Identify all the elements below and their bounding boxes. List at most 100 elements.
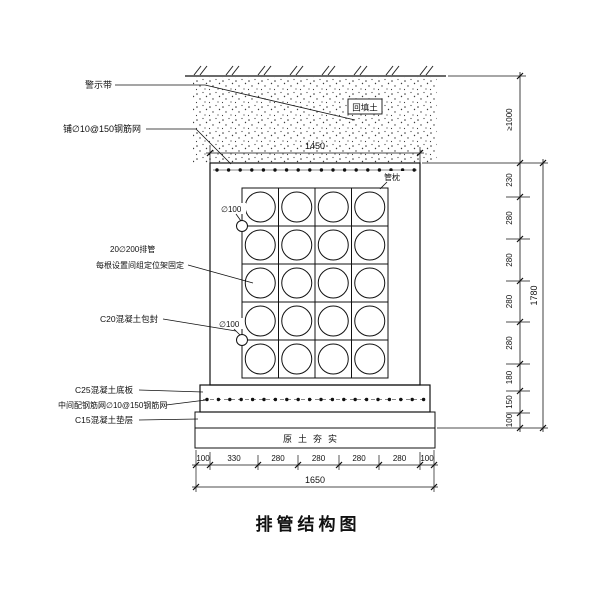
mesh-dot xyxy=(262,397,266,402)
mesh-dot xyxy=(376,397,380,402)
mesh-dot xyxy=(273,168,277,172)
dim-tick xyxy=(516,424,524,432)
mesh-dot xyxy=(412,168,416,172)
ground-hatch-marks xyxy=(193,65,434,76)
mesh-dot xyxy=(387,397,392,402)
dim-right-6: 150 xyxy=(505,395,514,409)
mesh-dot xyxy=(216,397,221,402)
dim-tick xyxy=(192,483,200,491)
leader-mid-mesh xyxy=(165,399,207,406)
mesh-dot xyxy=(296,168,300,172)
pipe-circle xyxy=(244,343,276,375)
label-small-pipe-bottom: ∅100 xyxy=(219,320,240,329)
dim-bottom-3: 280 xyxy=(312,454,326,463)
ground-hatch-stroke xyxy=(419,65,428,76)
dim-tick xyxy=(206,461,214,469)
ground-hatch-stroke xyxy=(257,65,266,76)
label-encasement: C20混凝土包封 xyxy=(100,314,159,324)
ground-hatch-stroke xyxy=(289,65,298,76)
dim-tick xyxy=(430,483,438,491)
pipe-circle xyxy=(354,229,386,261)
dim-tick xyxy=(539,159,547,167)
leader-top-mesh xyxy=(146,128,232,165)
mesh-dot xyxy=(330,397,335,402)
dim-right-2: 280 xyxy=(505,253,514,267)
mesh-dot xyxy=(226,168,231,172)
dim-tick xyxy=(294,461,302,469)
mesh-dot xyxy=(308,168,312,172)
dim-tick xyxy=(335,461,343,469)
dim-right-4: 280 xyxy=(505,336,514,350)
pipe-circle xyxy=(354,267,386,299)
pipe-support-label-bg xyxy=(382,171,404,182)
slab-mesh-dots xyxy=(205,397,426,402)
dim-top-width: 1450 xyxy=(305,141,325,151)
ground-hatch-stroke xyxy=(327,65,336,76)
mesh-dot xyxy=(331,168,335,172)
pipe-circle xyxy=(281,305,313,337)
dim-tick xyxy=(516,159,524,167)
mesh-dot xyxy=(410,397,414,402)
mesh-dot xyxy=(261,168,266,172)
label-cushion: C15混凝土垫层 xyxy=(75,415,133,425)
label-base-slab: C25混凝土底板 xyxy=(75,385,134,395)
leader-encasement xyxy=(162,318,237,332)
leader-small-pipe-top xyxy=(235,213,242,222)
mesh-dot xyxy=(389,168,393,172)
dim-bottom-6: 100 xyxy=(420,454,434,463)
ground-hatch-stroke xyxy=(353,65,362,76)
dim-bottom-5: 280 xyxy=(393,454,407,463)
dim-tick xyxy=(516,318,524,326)
dim-tick xyxy=(516,360,524,368)
ground-hatch-stroke xyxy=(199,65,208,76)
dim-tick xyxy=(206,149,214,157)
mesh-dot xyxy=(250,168,254,172)
dimension-lines xyxy=(192,72,544,488)
mesh-dot xyxy=(238,168,242,172)
mesh-dot xyxy=(353,397,357,402)
mesh-dot xyxy=(250,397,255,402)
pipe-circle xyxy=(244,305,276,337)
pipe-circle xyxy=(317,267,349,299)
pipe-circle xyxy=(317,343,349,375)
dim-tick xyxy=(516,235,524,243)
mesh-dot xyxy=(205,397,209,402)
left-annotations: 警示带 铺∅10@150钢筋网 20∅200排管 每根设置间组定位架固定 C20… xyxy=(58,79,356,425)
ground-hatch-stroke xyxy=(385,65,394,76)
dim-fill-depth: ≥1000 xyxy=(505,108,514,131)
dim-tick xyxy=(516,387,524,395)
leader-pipe-support xyxy=(379,181,388,190)
ground-hatch-stroke xyxy=(225,65,234,76)
mesh-dot xyxy=(400,168,405,172)
mesh-dot xyxy=(296,397,300,402)
pipe-grid xyxy=(241,187,389,379)
pipe-circle xyxy=(281,229,313,261)
dim-bottom-4: 280 xyxy=(352,454,366,463)
dim-right-1: 280 xyxy=(505,211,514,225)
pipe-circle xyxy=(281,267,313,299)
dim-tick xyxy=(254,461,262,469)
dim-tick xyxy=(430,461,438,469)
label-mid-mesh: 中间配钢筋网∅10@150钢筋网 xyxy=(58,400,167,410)
pipe-circle xyxy=(354,343,386,375)
ground-hatch-stroke xyxy=(263,65,272,76)
mesh-dot xyxy=(399,397,403,402)
pipe-circle xyxy=(354,191,386,223)
label-pipes-line1: 20∅200排管 xyxy=(110,244,155,254)
pipe-circle xyxy=(354,305,386,337)
ground-hatch-stroke xyxy=(231,65,240,76)
label-backfill: 回填土 xyxy=(352,103,378,113)
leader-small-pipe-bottom xyxy=(233,328,241,336)
ground-hatch-stroke xyxy=(193,65,202,76)
label-warning-tape: 警示带 xyxy=(85,79,112,90)
dim-bottom-0: 100 xyxy=(196,454,210,463)
pipe-circle xyxy=(317,191,349,223)
pipe-circle xyxy=(244,267,276,299)
label-top-mesh: 铺∅10@150钢筋网 xyxy=(63,123,141,134)
dim-bottom-2: 280 xyxy=(271,454,285,463)
compacted-soil-box xyxy=(194,427,436,449)
small-pipe-bottom xyxy=(236,334,248,346)
top-mesh-dots xyxy=(215,168,416,172)
mesh-dot xyxy=(215,168,219,172)
